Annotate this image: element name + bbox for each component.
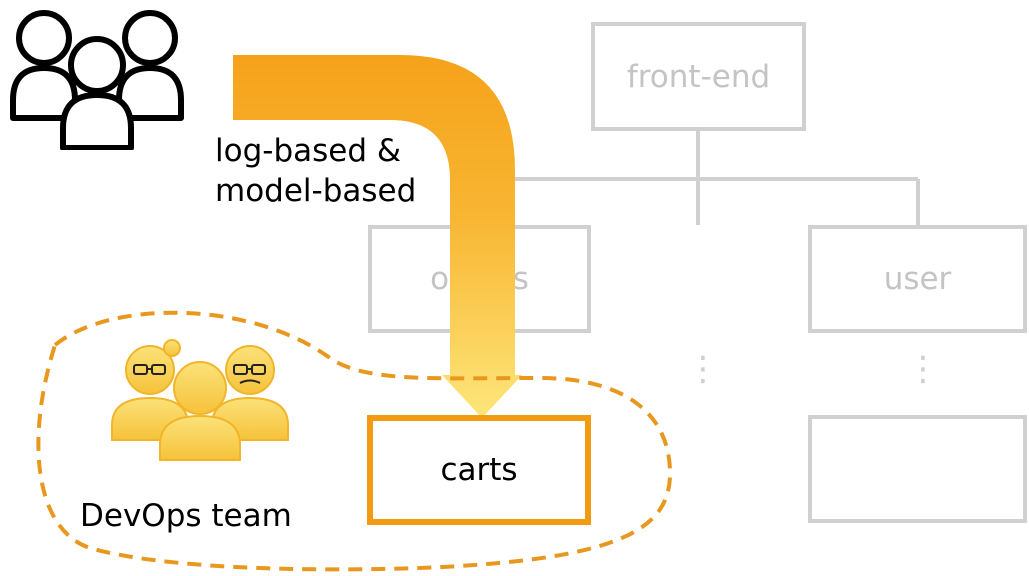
node-carts-label: carts [440,452,518,488]
team-boundary-dashed [36,310,673,572]
node-front-end: front-end [591,22,806,131]
ellipsis-icon: ⋮ [686,349,720,389]
node-user: user [808,225,1027,333]
ellipsis-icon: ⋮ [906,349,940,389]
node-carts: carts [367,415,591,525]
node-unnamed [808,415,1027,523]
arrow-label-line2: model-based [215,173,417,209]
team-label: DevOps team [80,498,292,534]
users-group-icon [10,10,184,150]
node-user-label: user [883,261,952,297]
devops-team-icon [111,339,289,461]
node-front-end-label: front-end [626,58,771,95]
flow-arrow-shape [233,55,522,418]
arrow-label-line1: log-based & [215,133,402,169]
